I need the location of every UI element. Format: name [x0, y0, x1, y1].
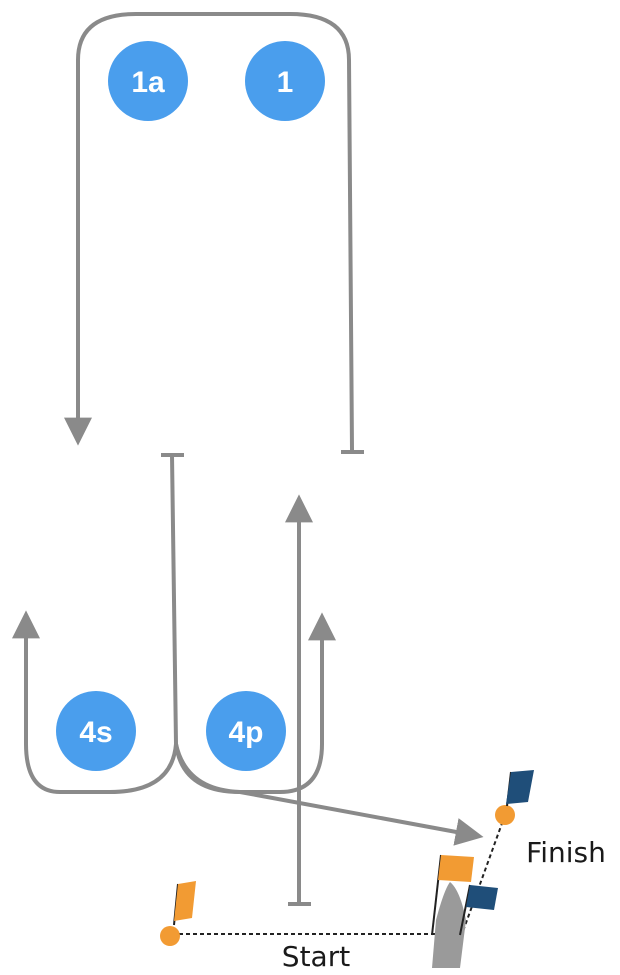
mark-1-label: 1: [277, 66, 294, 99]
finish-label: Finish: [526, 836, 606, 869]
mark-1a: 1a: [108, 41, 188, 121]
loop-4s-path: [11, 454, 179, 794]
start-label: Start: [282, 940, 350, 973]
finish-pin-buoy: [495, 805, 515, 825]
start-pin-buoy: [160, 926, 180, 946]
mark-1a-label: 1a: [131, 66, 165, 99]
mark-1: 1: [245, 41, 325, 121]
finish-pin-flag: [506, 770, 534, 807]
upper-loop-path: [64, 12, 354, 451]
mark-4s-label: 4s: [79, 716, 112, 749]
committee-boat: [431, 854, 498, 968]
finish-line: [461, 814, 506, 935]
mark-4p: 4p: [206, 691, 286, 771]
start-pin-flag: [173, 881, 196, 926]
to-finish-path: [174, 743, 484, 846]
mark-4s: 4s: [56, 691, 136, 771]
mark-4p-label: 4p: [228, 716, 263, 749]
